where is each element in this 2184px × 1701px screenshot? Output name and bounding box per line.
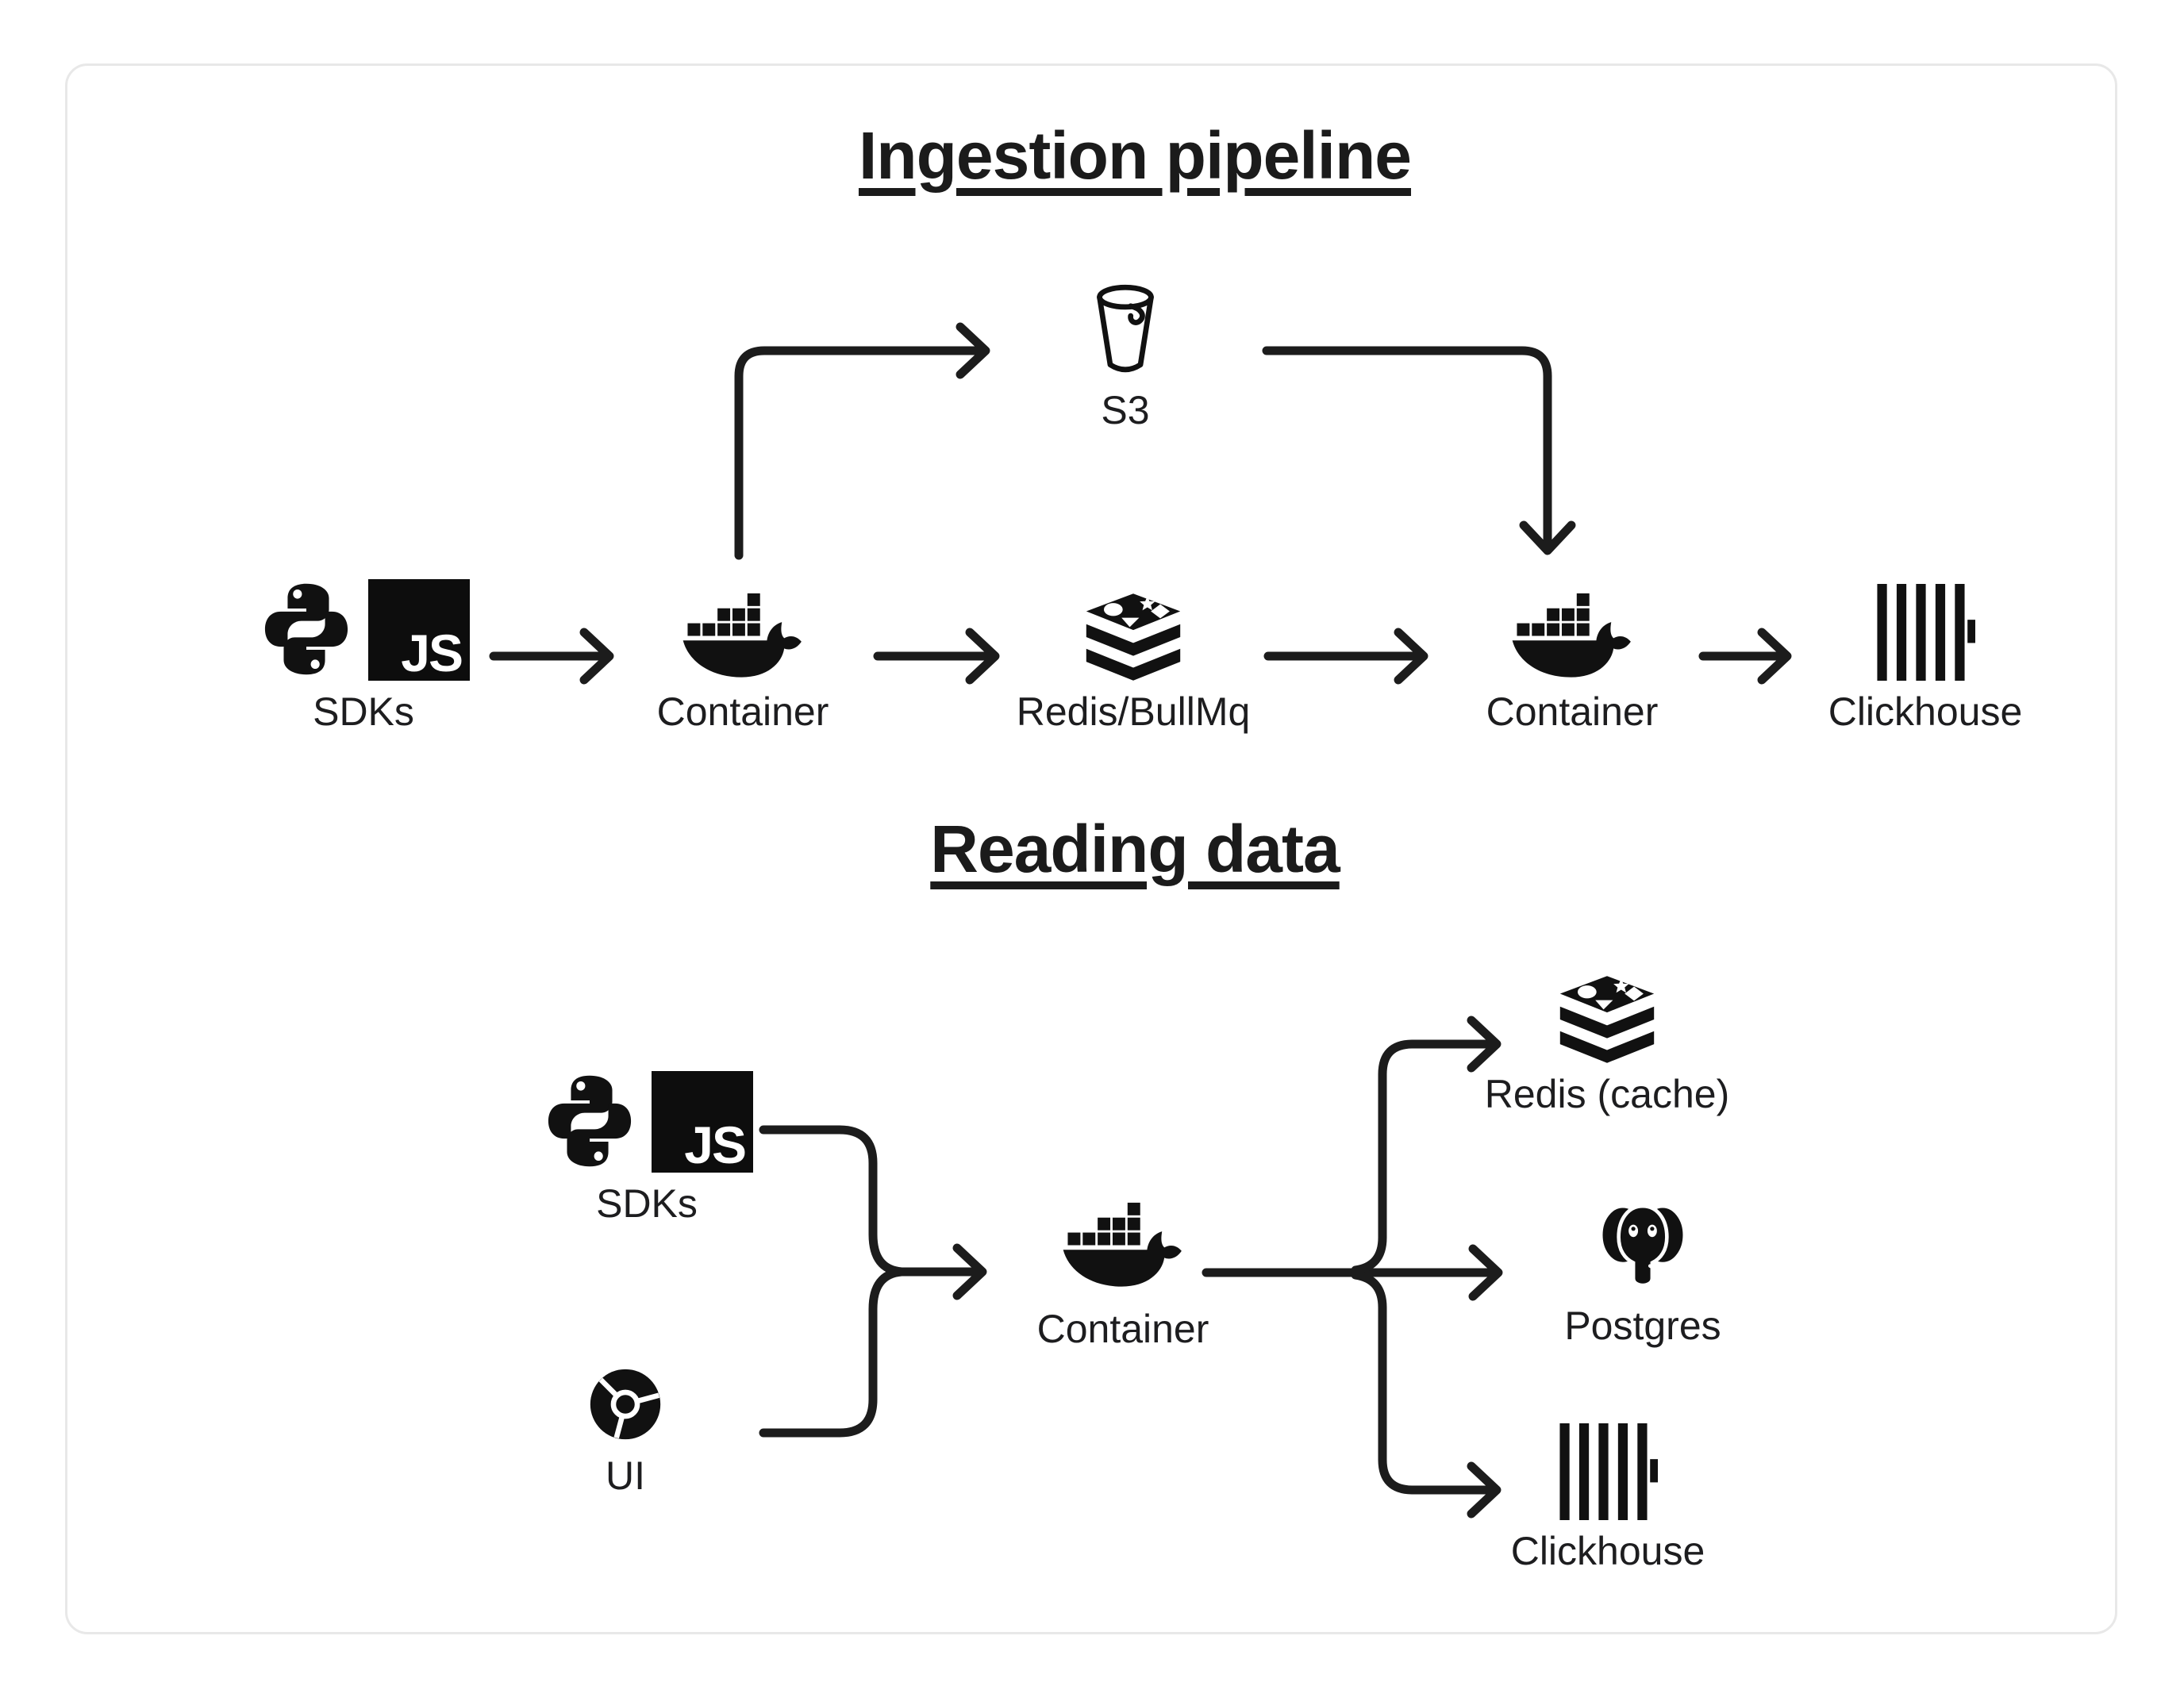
edge-container-to-s3 — [734, 322, 990, 560]
diagram-card — [65, 63, 2117, 1634]
section-title-reading: Reading data — [930, 812, 1340, 886]
clickhouse-icon — [1875, 584, 1975, 681]
node-ui: UI — [546, 1367, 705, 1498]
edge-container-to-postgres — [1202, 1244, 1503, 1301]
node-label: Postgres — [1564, 1304, 1721, 1348]
redis-icon — [1548, 976, 1666, 1063]
section-title-ingestion: Ingestion pipeline — [858, 118, 1412, 193]
node-clickhouse-ingest: Clickhouse — [1798, 574, 2052, 734]
node-label: SDKs — [313, 689, 414, 734]
docker-icon — [1509, 591, 1636, 681]
python-icon — [540, 1069, 639, 1173]
node-label: S3 — [1101, 388, 1150, 432]
javascript-icon: JS — [652, 1071, 753, 1173]
edge-merge-to-container — [894, 1243, 987, 1300]
node-s3: S3 — [1046, 278, 1205, 432]
node-label: Container — [656, 689, 829, 734]
node-label: SDKs — [596, 1181, 698, 1226]
node-label: Redis (cache) — [1484, 1072, 1730, 1116]
javascript-badge-text: JS — [401, 624, 463, 682]
node-sdks-ingestion: JS SDKs — [244, 574, 483, 734]
edge-sdks-to-container — [489, 628, 614, 685]
node-container-worker: Container — [1453, 574, 1691, 734]
docker-icon — [679, 591, 806, 681]
node-container-api: Container — [1004, 1196, 1242, 1351]
edge-container-to-redis — [873, 628, 1000, 685]
node-sdks-reading: JS SDKs — [528, 1066, 766, 1226]
node-redis-queue: Redis/BullMq — [990, 574, 1276, 734]
edge-container-to-redis-cache — [1351, 1016, 1502, 1275]
docker-icon — [1059, 1200, 1186, 1290]
node-postgres: Postgres — [1524, 1190, 1762, 1348]
node-redis-cache: Redis (cache) — [1464, 970, 1750, 1116]
edge-sdks-merge — [759, 1125, 906, 1277]
edge-s3-to-container — [1262, 346, 1576, 555]
node-container-ingest: Container — [624, 574, 862, 734]
edge-container-to-clickhouse-read — [1351, 1270, 1502, 1519]
edge-container-to-clickhouse — [1698, 628, 1792, 685]
node-label: UI — [606, 1453, 645, 1498]
node-label: Container — [1036, 1307, 1209, 1351]
javascript-icon: JS — [368, 579, 470, 681]
edge-ui-merge — [759, 1267, 906, 1438]
node-label: Clickhouse — [1828, 689, 2023, 734]
s3-bucket-icon — [1081, 281, 1170, 379]
node-label: Redis/BullMq — [1016, 689, 1251, 734]
node-label: Clickhouse — [1510, 1529, 1705, 1573]
redis-icon — [1075, 593, 1192, 681]
clickhouse-icon — [1558, 1423, 1658, 1520]
javascript-badge-text: JS — [684, 1115, 747, 1174]
node-clickhouse-reading: Clickhouse — [1481, 1422, 1735, 1573]
postgres-icon — [1590, 1192, 1695, 1295]
edge-redis-to-container — [1263, 628, 1428, 685]
python-icon — [257, 578, 356, 681]
chrome-icon — [588, 1367, 663, 1442]
node-label: Container — [1486, 689, 1659, 734]
